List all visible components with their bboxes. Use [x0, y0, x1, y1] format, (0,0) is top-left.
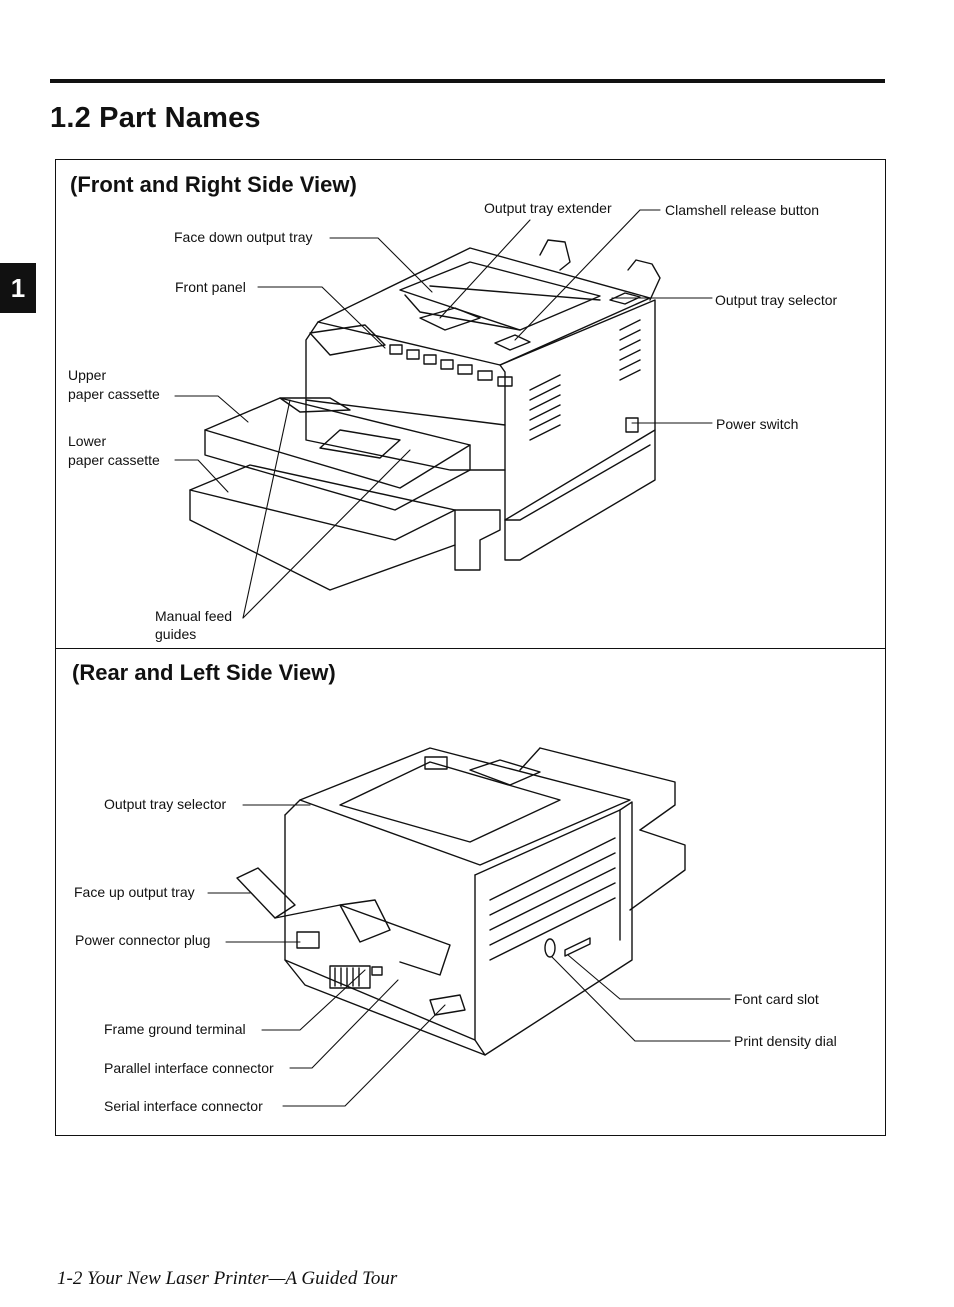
- chapter-tab: 1: [0, 263, 36, 313]
- label-lower-cassette-line2: paper cassette: [68, 452, 160, 468]
- rear-leader-lines: [207, 804, 731, 1107]
- label-manual-feed-line2: guides: [155, 626, 197, 642]
- label-clamshell-release-button: Clamshell release button: [665, 202, 820, 218]
- label-face-down-output-tray: Face down output tray: [174, 229, 313, 245]
- label-front-panel: Front panel: [175, 279, 246, 295]
- top-rule: [50, 79, 885, 83]
- label-power-connector-plug: Power connector plug: [75, 932, 211, 948]
- label-lower-cassette-line1: Lower: [68, 433, 107, 449]
- figure-frame: [55, 159, 886, 1136]
- rear-view-title: (Rear and Left Side View): [72, 660, 336, 685]
- front-leader-lines: [174, 209, 713, 619]
- label-face-up-output-tray: Face up output tray: [74, 884, 195, 900]
- label-manual-feed-line1: Manual feed: [155, 608, 233, 624]
- label-print-density-dial: Print density dial: [734, 1033, 837, 1049]
- front-view-title: (Front and Right Side View): [70, 172, 357, 197]
- label-upper-cassette-line1: Upper: [68, 367, 107, 383]
- label-font-card-slot: Font card slot: [734, 991, 819, 1007]
- label-serial-interface-connector: Serial interface connector: [104, 1098, 263, 1114]
- label-frame-ground-terminal: Frame ground terminal: [104, 1021, 246, 1037]
- label-upper-cassette-line2: paper cassette: [68, 386, 160, 402]
- page-footer: 1-2 Your New Laser Printer—A Guided Tour: [57, 1268, 398, 1289]
- section-title: 1.2 Part Names: [50, 102, 261, 134]
- label-output-tray-extender: Output tray extender: [484, 200, 612, 216]
- label-output-tray-selector-rear: Output tray selector: [104, 796, 227, 812]
- label-power-switch: Power switch: [716, 416, 799, 432]
- label-parallel-interface-connector: Parallel interface connector: [104, 1060, 274, 1076]
- label-output-tray-selector-front: Output tray selector: [715, 292, 838, 308]
- figure-divider: [56, 648, 885, 649]
- rear-printer-illustration: [236, 747, 686, 1056]
